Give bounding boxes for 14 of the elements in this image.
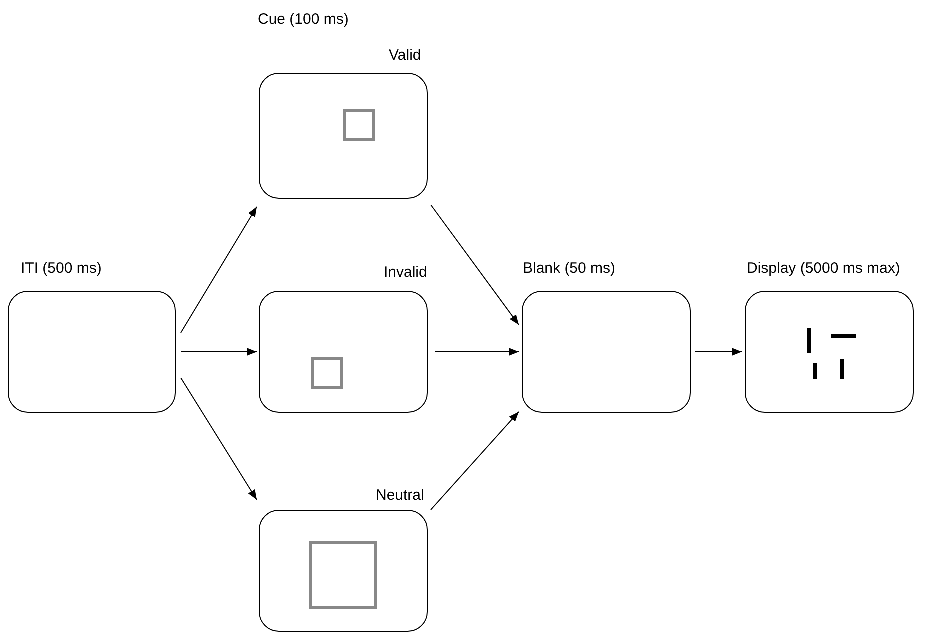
arrow [434, 348, 520, 356]
arrow [180, 348, 258, 356]
screen-heading: Neutral [376, 487, 424, 505]
arrow [430, 412, 520, 510]
arrow [430, 204, 520, 326]
screen-heading: Blank (50 ms) [523, 260, 616, 278]
screen-heading: Valid [389, 47, 422, 65]
screen-heading: Invalid [384, 264, 428, 282]
arrow [180, 206, 258, 334]
phase-label: Cue (100 ms) [258, 10, 349, 30]
arrow [694, 348, 742, 356]
screen-heading: ITI (500 ms) [21, 260, 102, 278]
screen-heading: Display (5000 ms max) [747, 260, 900, 278]
arrow [180, 378, 258, 500]
